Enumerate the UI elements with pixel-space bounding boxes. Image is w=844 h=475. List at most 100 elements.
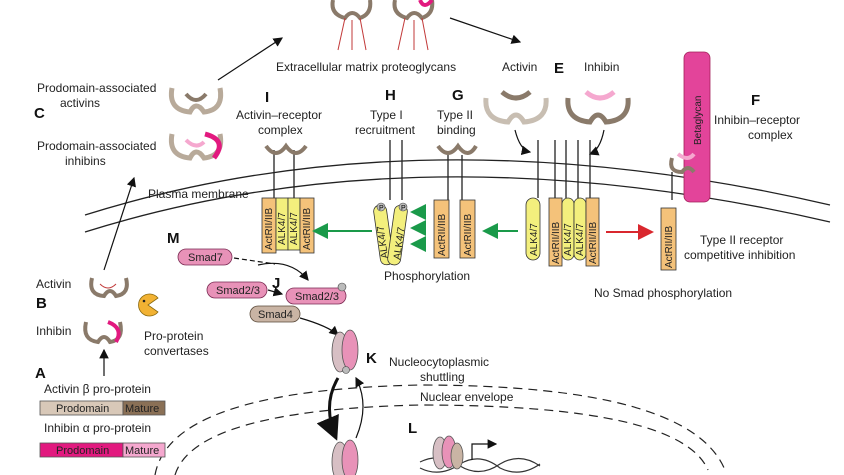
inhibin-prodomain-label: Prodomain bbox=[56, 445, 109, 457]
panel-i-line2: complex bbox=[258, 123, 303, 137]
prodomain-activin-icon bbox=[168, 87, 224, 115]
panel-f-letter: F bbox=[751, 92, 760, 109]
smad-complex-dna bbox=[432, 435, 464, 470]
panel-k-letter: K bbox=[366, 350, 377, 367]
receptor-label: ALK4/7 bbox=[575, 223, 586, 256]
ecm-ligands bbox=[330, 0, 435, 51]
panel-c-activins-line2: activins bbox=[60, 96, 100, 110]
receptor-label: ActRII/IIB bbox=[264, 207, 275, 250]
receptor-complex-h: ALK4/7 ALK4/7 P P bbox=[373, 140, 408, 266]
receptor-label: ALK4/7 bbox=[529, 223, 540, 256]
activin-proprotein-label: Activin β pro-protein bbox=[44, 382, 151, 396]
nuclear-envelope-label: Nuclear envelope bbox=[420, 390, 514, 404]
panel-a-letter: A bbox=[35, 365, 46, 382]
phospho-label: P bbox=[401, 205, 406, 212]
panel-j-letter: J bbox=[272, 275, 280, 292]
receptor-label: ActRII/IIB bbox=[302, 207, 313, 250]
receptor-label: ALK4/7 bbox=[392, 226, 408, 260]
import-arrow bbox=[316, 377, 340, 441]
panel-h-line2: recruitment bbox=[355, 123, 416, 137]
ecm-label: Extracellular matrix proteoglycans bbox=[276, 60, 456, 74]
panel-c-activins-line1: Prodomain-associated bbox=[37, 81, 156, 95]
activin-dimer-icon bbox=[89, 277, 129, 299]
panel-l-letter: L bbox=[408, 420, 417, 437]
panel-k-line1: Nucleocytoplasmic bbox=[389, 355, 489, 369]
export-arrow bbox=[355, 376, 365, 439]
receptor-label: ActRII/IIB bbox=[588, 221, 599, 264]
convertases-line1: Pro-protein bbox=[144, 329, 203, 343]
receptor-f: ActRII/IIB bbox=[660, 172, 677, 271]
receptor-complex-i: ActRII/IIB ALK4/7 ALK4/7 ActRII/IIB bbox=[261, 142, 315, 254]
arrow-smad-phospho bbox=[267, 287, 284, 297]
activin-mature-label: Mature bbox=[125, 403, 159, 415]
receptor-label: ActRII/IIB bbox=[664, 225, 675, 268]
panel-b-inhibin: Inhibin bbox=[36, 324, 71, 338]
inhibin-mature-label: Mature bbox=[125, 445, 159, 457]
panel-e-letter: E bbox=[554, 60, 564, 77]
inhibin-ligand-icon bbox=[565, 90, 631, 125]
activin-prodomain-label: Prodomain bbox=[56, 403, 109, 415]
arrow-activin-to-receptor bbox=[514, 129, 532, 156]
receptor-label: ALK4/7 bbox=[375, 225, 391, 259]
panel-c-letter: C bbox=[34, 105, 45, 122]
phosphorylation-label: Phosphorylation bbox=[384, 269, 470, 283]
receptor-complex-g: ActRII/IIB ActRII/IIB bbox=[433, 142, 478, 259]
plasma-membrane-label: Plasma membrane bbox=[148, 187, 249, 201]
activin-ligand-icon bbox=[483, 90, 549, 125]
convertases-line2: convertases bbox=[144, 344, 209, 358]
panel-b-activin: Activin bbox=[36, 277, 71, 291]
activin-proprotein-bar: Prodomain Mature bbox=[39, 400, 166, 416]
panel-g-line1: Type II bbox=[437, 108, 473, 122]
pacman-convertase-icon bbox=[138, 293, 159, 317]
panel-b-letter: B bbox=[36, 295, 47, 312]
panel-h-letter: H bbox=[385, 87, 396, 104]
no-smad-label: No Smad phosphorylation bbox=[594, 286, 732, 300]
smad23-label: Smad2/3 bbox=[216, 285, 260, 297]
arrow-receptor-to-smad bbox=[257, 262, 309, 281]
phospho-label: P bbox=[379, 205, 384, 212]
betaglycan: Betaglycan bbox=[683, 51, 711, 203]
panel-e-activin: Activin bbox=[502, 60, 537, 74]
smad-complex-cytoplasm bbox=[331, 329, 359, 374]
smad23-label: Smad2/3 bbox=[295, 291, 339, 303]
receptor-label: ALK4/7 bbox=[289, 212, 300, 245]
inhibin-dimer-icon bbox=[83, 320, 123, 345]
inhibin-proprotein-bar: Prodomain Mature bbox=[39, 442, 166, 458]
panel-h-line1: Type I bbox=[370, 108, 403, 122]
type2-line2: competitive inhibition bbox=[684, 248, 795, 262]
arrow-inhibin-to-receptor bbox=[588, 129, 605, 156]
prodomain-inhibin-icon bbox=[168, 131, 224, 161]
panel-g-letter: G bbox=[452, 87, 464, 104]
panel-f-line1: Inhibin–receptor bbox=[714, 113, 800, 127]
arrow-b-to-c bbox=[103, 176, 136, 271]
panel-e-inhibin: Inhibin bbox=[584, 60, 619, 74]
panel-i-letter: I bbox=[265, 89, 269, 106]
inhibin-proprotein-label: Inhibin α pro-protein bbox=[44, 421, 151, 435]
panel-i-line1: Activin–receptor bbox=[236, 108, 322, 122]
receptor-label: ALK4/7 bbox=[563, 223, 574, 256]
panel-c-inhibins-line2: inhibins bbox=[65, 154, 106, 168]
panel-c-inhibins-line1: Prodomain-associated bbox=[37, 139, 156, 153]
type2-line1: Type II receptor bbox=[700, 233, 783, 247]
smad-complex-nucleus bbox=[331, 439, 359, 475]
receptor-label: ActRII/IIB bbox=[463, 213, 474, 256]
inhibin-on-betaglycan bbox=[669, 152, 696, 175]
smad23-pill-right: Smad2/3 bbox=[285, 282, 347, 305]
receptor-label: ActRII/IIB bbox=[551, 221, 562, 264]
panel-g-line2: binding bbox=[437, 123, 476, 137]
smad7-label: Smad7 bbox=[188, 252, 223, 264]
smad4-pill: Smad4 bbox=[249, 305, 301, 323]
arrow-from-ecm bbox=[449, 17, 522, 44]
receptor-cluster-e: ALK4/7 ActRII/IIB ALK4/7 ALK4/7 ActRII/I… bbox=[525, 140, 600, 267]
panel-m-letter: M bbox=[167, 230, 180, 247]
receptor-label: ActRII/IIB bbox=[437, 213, 448, 256]
arrow-to-ecm bbox=[217, 37, 284, 81]
arrow-smad-complex bbox=[299, 317, 339, 336]
betaglycan-label: Betaglycan bbox=[693, 96, 704, 145]
smad7-pill: Smad7 bbox=[177, 248, 233, 266]
plasma-membrane bbox=[84, 159, 831, 233]
panel-k-line2: shuttling bbox=[420, 370, 465, 384]
smad23-pill-left: Smad2/3 bbox=[206, 281, 268, 299]
